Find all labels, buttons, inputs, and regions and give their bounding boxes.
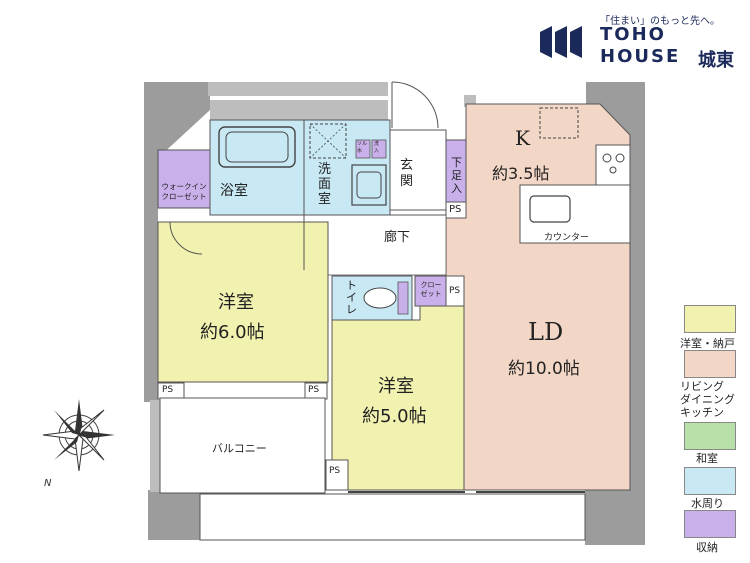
counter-label: カウンター [544, 233, 590, 243]
balcony-label: バルコニー [212, 442, 267, 455]
small-storage-2-label: 洗 入 [374, 141, 380, 154]
fridge-space [539, 107, 579, 139]
legend-swatch-japanese [684, 422, 736, 450]
bathtub [218, 126, 296, 168]
toilet-bowl [363, 287, 397, 309]
small-storage-1-label: ソル 水 [357, 141, 368, 154]
terrace-strip [199, 493, 586, 541]
ld-area-label: 約10.0帖 [508, 359, 580, 379]
wash-label: 洗 面 室 [318, 162, 332, 207]
bath-label: 浴室 [220, 183, 248, 199]
legend-swatch-water [684, 467, 736, 495]
kitchen-sink [529, 195, 571, 223]
legend-label-japanese: 和室 [696, 452, 718, 465]
legend-label-storage: 収納 [696, 541, 718, 554]
ps-label-3: PS [162, 385, 174, 395]
western2-area-label: 約5.0帖 [362, 406, 427, 427]
ld-label: LD [528, 318, 564, 346]
western1-label: 洋室 [218, 292, 254, 313]
walkin-closet [157, 149, 211, 209]
western-room-1 [157, 221, 329, 383]
ps-label-2: PS [449, 286, 461, 296]
kitchen-k-label: K [515, 126, 530, 150]
toilet-label: ト イ レ [346, 279, 357, 316]
toilet-tank [397, 281, 409, 315]
western1-area-label: 約6.0帖 [200, 322, 265, 343]
small-storage-1 [355, 139, 371, 159]
kitchen-area-label: 約3.5帖 [492, 164, 550, 183]
compass-north-label: N [44, 478, 52, 489]
shoe-storage-label: 下 足 入 [451, 156, 462, 195]
toho-logo-icon [540, 26, 582, 58]
compass-icon [42, 399, 115, 472]
ps-label-5: PS [329, 466, 341, 476]
legend-label-ldk: リビング ダイニング キッチン [680, 380, 735, 419]
legend-label-western: 洋室・納戸 [680, 337, 735, 350]
entrance-label: 玄 関 [400, 158, 414, 189]
brand-tagline: 「住まい」のもっと先へ。 [600, 16, 720, 27]
western-room-2 [331, 305, 465, 491]
western2-label: 洋室 [378, 376, 414, 397]
legend-label-water: 水周り [691, 497, 724, 510]
stove [595, 144, 631, 186]
hallway-label: 廊下 [384, 230, 411, 245]
brand-name-line1: TOHO [600, 24, 666, 45]
brand-logo: 「住まい」のもっと先へ。 TOHO HOUSE 城東 [538, 8, 748, 71]
balcony [159, 397, 326, 494]
small-storage-2 [371, 139, 387, 159]
walkin-closet-label: ウォークイン クローゼット [161, 182, 207, 201]
legend-swatch-ldk [684, 350, 736, 378]
legend-swatch-western [684, 305, 736, 333]
brand-name-line2: HOUSE [600, 46, 681, 67]
entrance [389, 129, 447, 211]
ps-box-5 [325, 459, 349, 491]
closet-label: クロー ゼット [420, 281, 442, 298]
brand-branch: 城東 [698, 50, 734, 71]
legend-swatch-storage [684, 510, 736, 538]
ps-label-4: PS [308, 385, 320, 395]
ps-label-1: PS [449, 204, 462, 215]
